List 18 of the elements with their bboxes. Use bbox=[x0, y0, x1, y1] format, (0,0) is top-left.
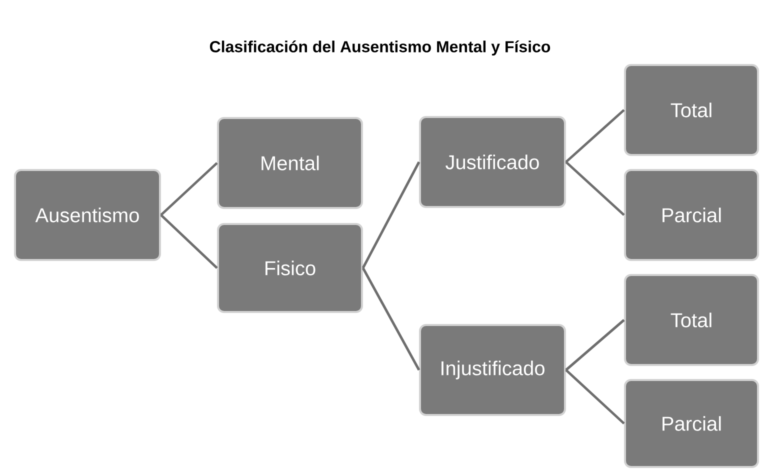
connector-line bbox=[160, 214, 218, 269]
category-box: Total bbox=[624, 274, 759, 366]
category-box: Justificado bbox=[419, 116, 566, 208]
category-box: Fisico bbox=[217, 223, 363, 313]
connector-line bbox=[362, 267, 420, 371]
category-box: Injustificado bbox=[419, 324, 566, 416]
connector-line bbox=[565, 109, 625, 163]
connector-line bbox=[160, 162, 218, 216]
category-box: Mental bbox=[217, 117, 363, 209]
category-box: Ausentismo bbox=[14, 169, 161, 261]
connector-line bbox=[565, 319, 625, 371]
category-box: Total bbox=[624, 64, 759, 156]
category-box: Parcial bbox=[624, 169, 759, 261]
diagram-title: Clasificación del Ausentismo Mental y Físico bbox=[210, 40, 550, 56]
connector-line bbox=[565, 369, 625, 424]
category-box: Parcial bbox=[624, 379, 759, 468]
connector-line bbox=[362, 161, 420, 269]
connector-line bbox=[565, 161, 625, 216]
